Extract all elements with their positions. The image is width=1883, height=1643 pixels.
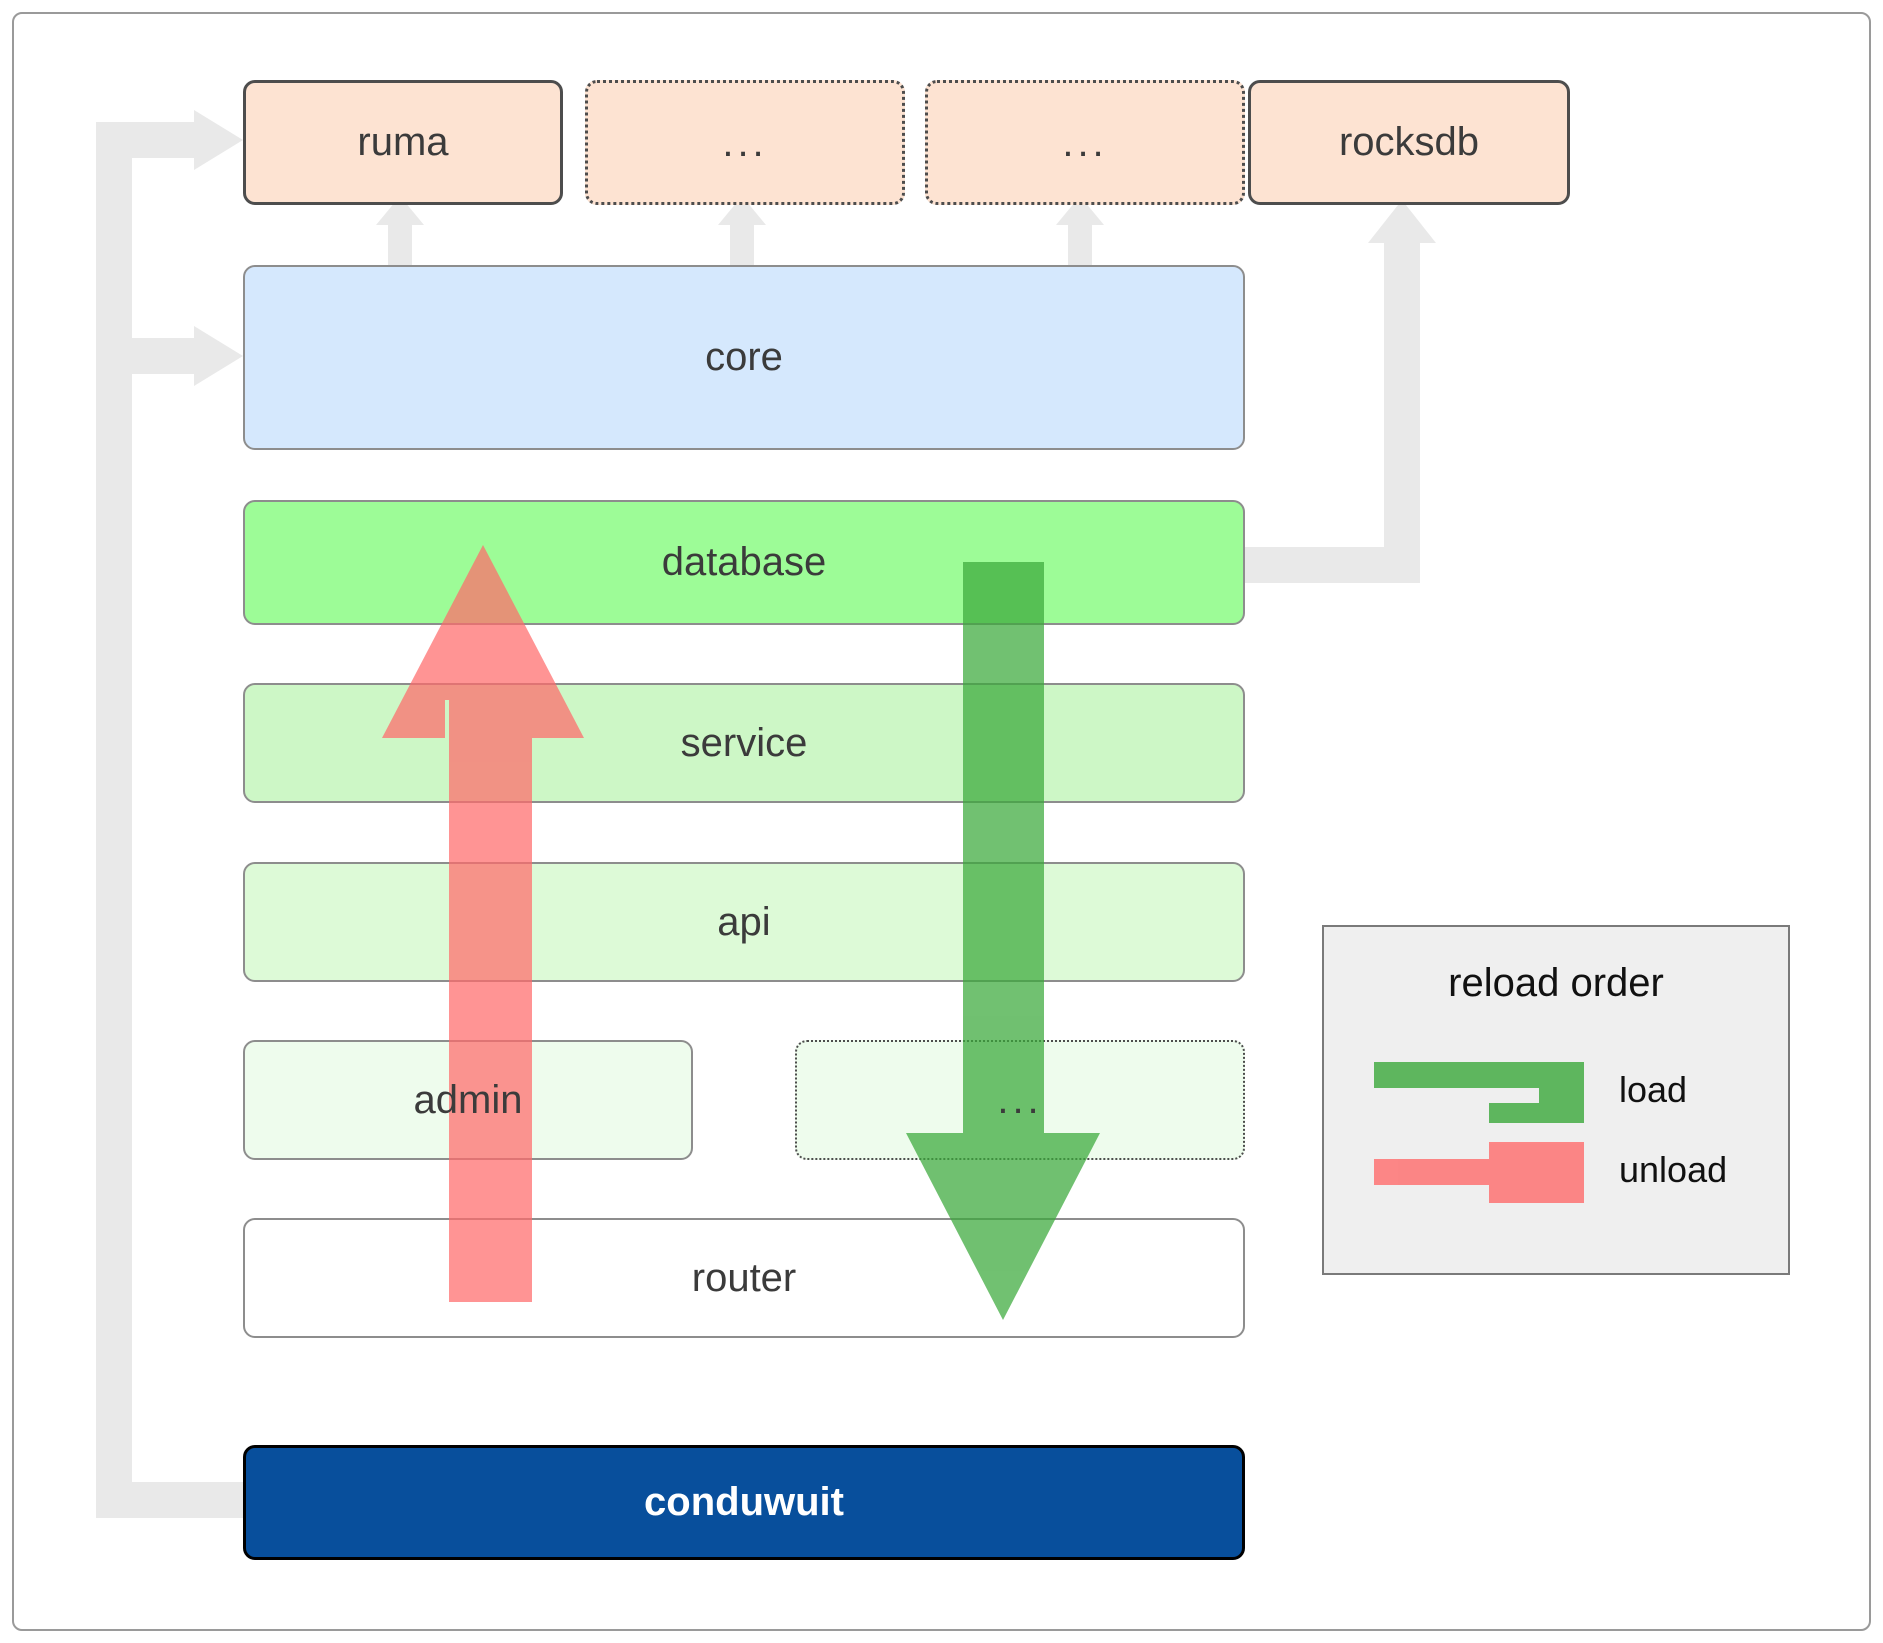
node-label: database: [661, 540, 827, 584]
node-label: conduwuit: [644, 1480, 844, 1524]
legend-title: reload order: [1448, 961, 1664, 1005]
node-layer-placeholder[interactable]: ...: [795, 1040, 1245, 1160]
legend-arrows: [1374, 1062, 1584, 1203]
node-label: router: [691, 1255, 797, 1300]
node-router[interactable]: router: [243, 1218, 1245, 1338]
node-label: ...: [722, 120, 768, 165]
node-service[interactable]: service: [243, 683, 1245, 803]
node-label: ...: [1062, 120, 1108, 165]
legend-box: reload order load unload: [1322, 925, 1790, 1275]
node-rocksdb[interactable]: rocksdb: [1248, 80, 1570, 205]
node-admin[interactable]: admin: [243, 1040, 693, 1160]
node-conduwuit[interactable]: conduwuit: [243, 1445, 1245, 1560]
node-dep-placeholder-2[interactable]: ...: [925, 80, 1245, 205]
node-label: rocksdb: [1338, 120, 1480, 164]
node-label: ruma: [357, 120, 449, 164]
node-ruma[interactable]: ruma: [243, 80, 563, 205]
node-dep-placeholder-1[interactable]: ...: [585, 80, 905, 205]
node-label: core: [705, 335, 783, 379]
diagram-frame: [12, 12, 1871, 1631]
node-core[interactable]: core: [243, 265, 1245, 450]
legend-label-unload: unload: [1619, 1149, 1728, 1190]
node-label: api: [717, 899, 771, 944]
node-label: admin: [413, 1077, 523, 1122]
node-label: ...: [997, 1078, 1043, 1122]
legend-label-load: load: [1619, 1069, 1688, 1110]
node-api[interactable]: api: [243, 862, 1245, 982]
node-label: service: [680, 720, 808, 765]
node-database[interactable]: database: [243, 500, 1245, 625]
